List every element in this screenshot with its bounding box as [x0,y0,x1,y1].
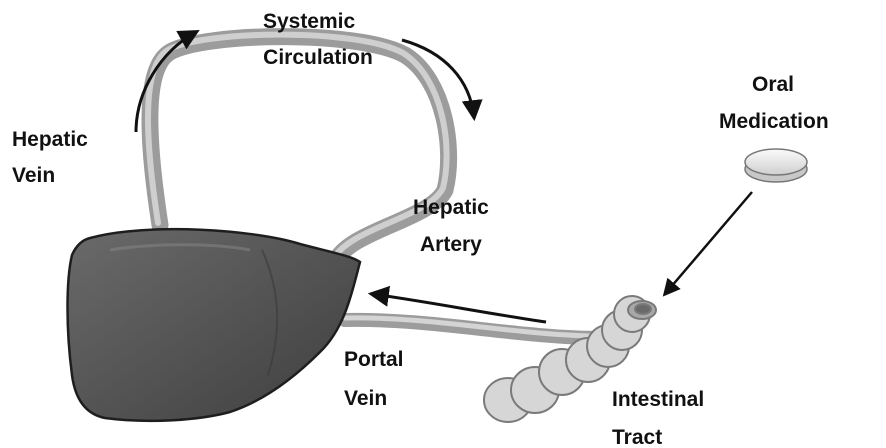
label-hepatic-vein: Hepatic Vein [12,128,94,187]
label-hepatic-vein-line1: Hepatic [12,128,88,151]
portal-vein-vessel [345,318,600,338]
liver [68,229,361,421]
label-oral-medication: Oral Medication [719,73,829,133]
label-portal-vein: Portal Vein [344,348,409,410]
arrow-pill-to-intestine [665,192,752,294]
label-oral-line2: Medication [719,110,829,133]
label-systemic-line2: Circulation [263,46,373,69]
label-portal-line2: Vein [344,387,387,410]
label-hepatic-artery: Hepatic Artery [413,196,495,256]
oral-medication-pill [745,149,807,182]
label-oral-line1: Oral [752,73,794,96]
label-intestinal-tract: Intestinal Tract [612,388,710,448]
label-hepatic-vein-line2: Vein [12,164,55,187]
label-hepatic-artery-line2: Artery [420,233,482,256]
label-intestinal-line2: Tract [612,426,662,448]
label-systemic-line1: Systemic [263,10,356,33]
label-hepatic-artery-line1: Hepatic [413,196,489,219]
label-intestinal-line1: Intestinal [612,388,704,411]
label-portal-line1: Portal [344,348,404,371]
